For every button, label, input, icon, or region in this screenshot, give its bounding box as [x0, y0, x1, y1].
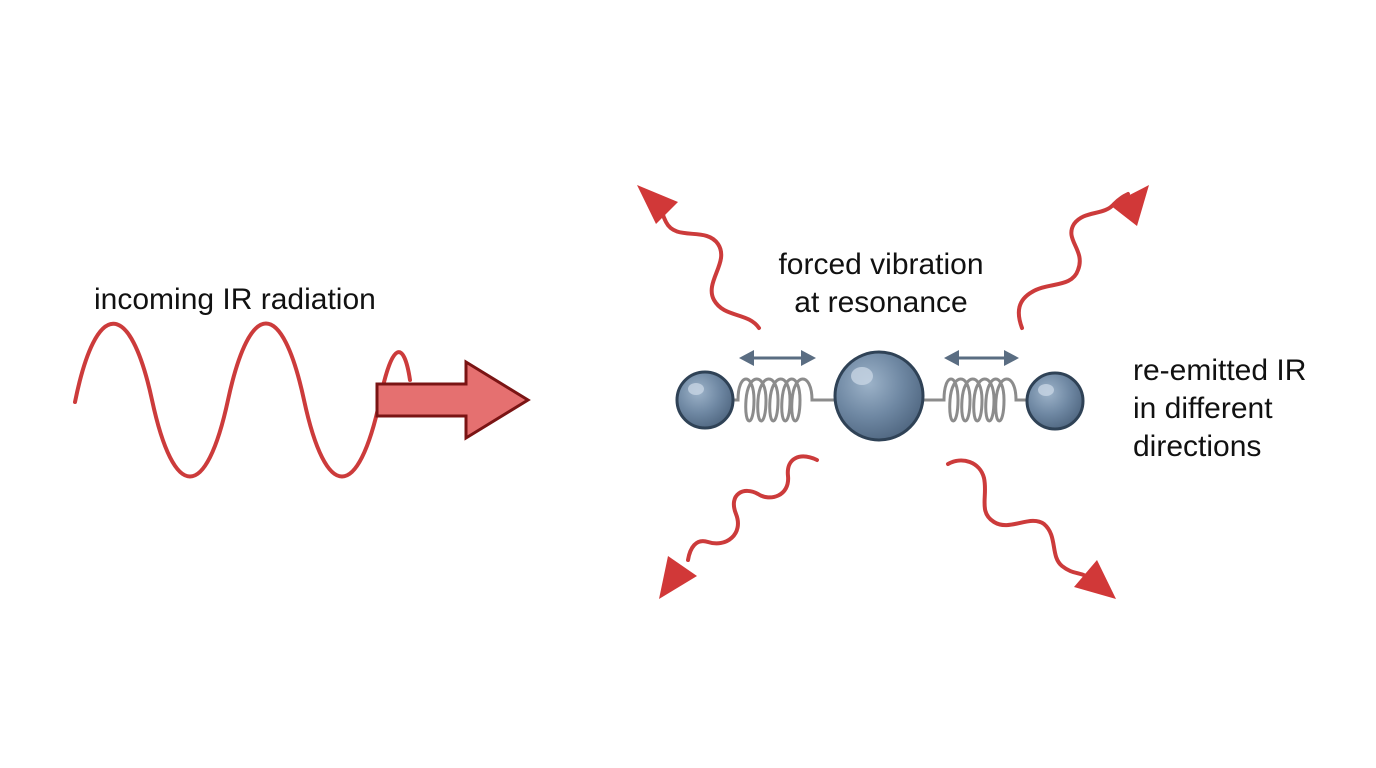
wavy-arrow-icon	[946, 458, 1116, 599]
re-emitted-line-2: in different	[1133, 392, 1273, 425]
re-emitted-ir-label: re-emitted IR in different directions	[1133, 352, 1306, 466]
right-arrow-icon	[375, 359, 531, 441]
left-spring	[727, 377, 836, 423]
incoming-sine-wave	[73, 321, 412, 479]
forced-vibration-label: forced vibration at resonance	[772, 246, 990, 322]
right-atom	[1025, 371, 1085, 431]
re-emitted-line-3: directions	[1133, 430, 1262, 463]
incoming-ir-label: incoming IR radiation	[94, 283, 376, 316]
center-atom-highlight	[851, 367, 873, 385]
center-atom	[833, 350, 925, 442]
wavy-arrow-icon	[637, 185, 761, 330]
re-emitted-line-1: re-emitted IR	[1133, 354, 1307, 387]
ball-and-spring-molecule	[675, 350, 1085, 442]
right-atom-highlight	[1038, 384, 1054, 396]
forced-vibration-line-1: forced vibration	[778, 248, 984, 281]
double-headed-arrow-icon	[739, 350, 816, 366]
left-atom	[675, 370, 735, 430]
wavy-arrow-icon	[659, 454, 819, 599]
left-atom-highlight	[688, 383, 704, 395]
right-spring	[924, 377, 1030, 423]
wavy-arrow-icon	[1016, 185, 1149, 330]
forced-vibration-line-2: at resonance	[794, 286, 968, 319]
double-headed-arrow-icon	[944, 350, 1019, 366]
